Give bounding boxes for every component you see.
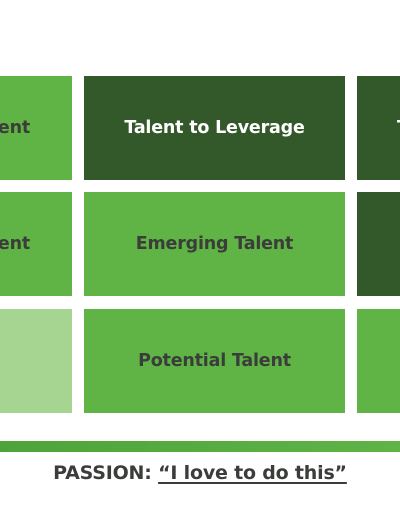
cell-row1-right: T [357,76,400,180]
cell-row1-left: ent [0,76,72,180]
cell-row2-right [357,192,400,296]
passion-axis-label: PASSION: “I love to do this” [0,462,400,484]
cell-emerging-talent: Emerging Talent [84,192,345,296]
passion-axis-bar [0,441,400,452]
cell-row1-left-label: ent [0,118,30,138]
passion-axis-quote: “I love to do this” [158,462,347,484]
cell-row2-left-label: ent [0,234,30,254]
cell-talent-to-leverage-label: Talent to Leverage [124,118,305,138]
cell-row3-left [0,309,72,413]
cell-row2-left: ent [0,192,72,296]
cell-emerging-talent-label: Emerging Talent [135,234,294,254]
cell-potential-talent-label: Potential Talent [138,351,291,371]
passion-axis-prefix: PASSION: [53,462,159,484]
cell-talent-to-leverage: Talent to Leverage [84,76,345,180]
cell-row1-right-label: T [397,118,400,138]
cell-row3-right [357,309,400,413]
cell-potential-talent: Potential Talent [84,309,345,413]
